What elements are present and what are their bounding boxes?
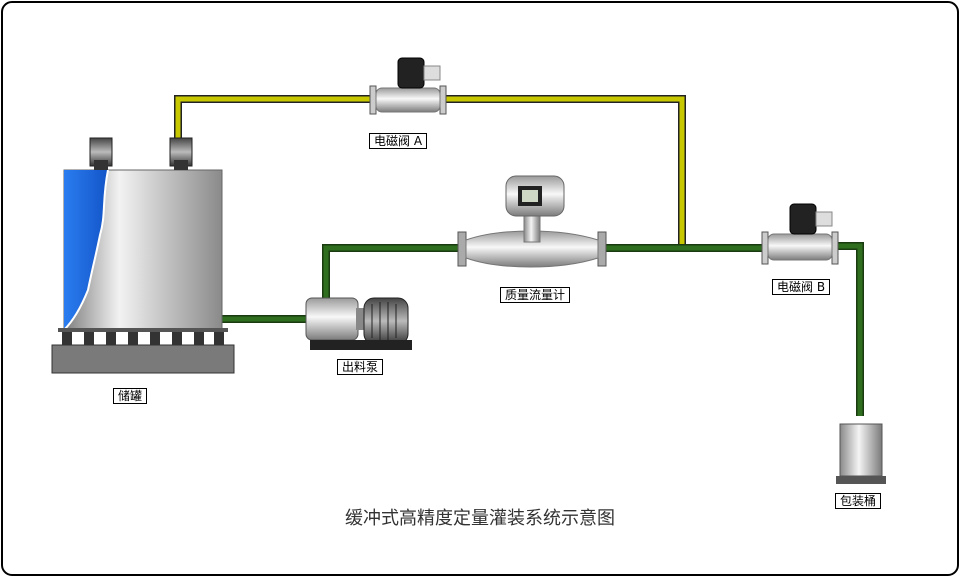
label-bucket: 包装桶 [835, 493, 882, 509]
tank-legs [58, 328, 228, 346]
flowmeter-icon [457, 175, 607, 268]
tank-base [51, 344, 235, 374]
solenoid-valve-a-icon [369, 57, 447, 115]
pump-icon [305, 297, 412, 350]
label-tank: 储罐 [113, 388, 148, 404]
label-valve-b: 电磁阀 B [772, 279, 831, 295]
pipe-return-yellow [174, 95, 686, 247]
solenoid-valve-b-icon [761, 203, 839, 265]
storage-tank [51, 137, 235, 374]
tank-agitator-motor-icon [89, 137, 113, 170]
pipe-main-green [218, 242, 864, 416]
packaging-bucket-icon [836, 423, 886, 484]
label-flowmeter: 质量流量计 [500, 287, 571, 303]
label-valve-a: 电磁阀 A [369, 133, 428, 149]
tank-outlet-motor-icon [169, 137, 193, 170]
diagram-title: 缓冲式高精度定量灌装系统示意图 [345, 508, 615, 529]
label-pump: 出料泵 [337, 359, 384, 375]
